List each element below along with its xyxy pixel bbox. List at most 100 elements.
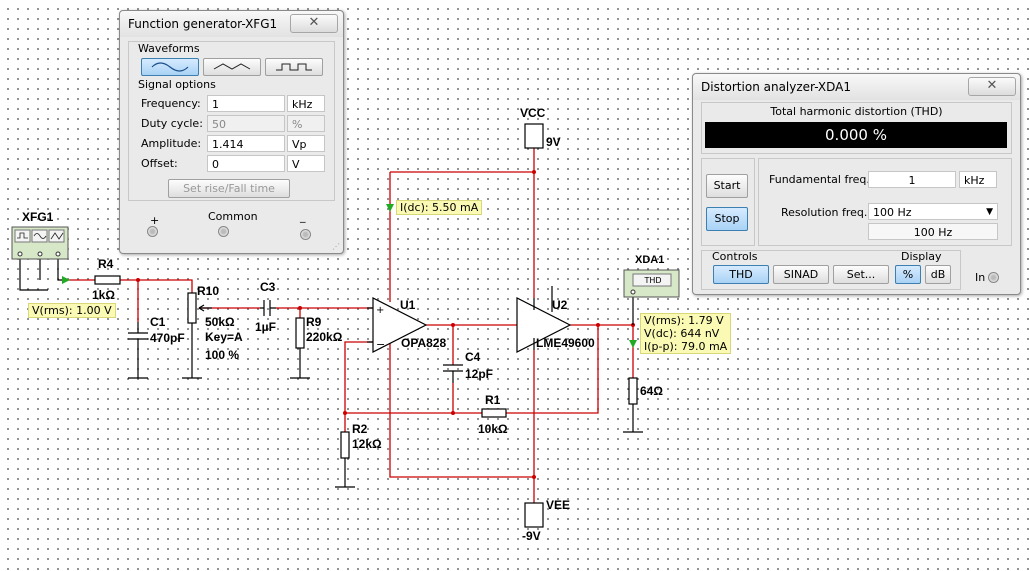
freq-panel <box>758 158 1012 246</box>
vcc-label: VCC <box>520 106 546 120</box>
junctions <box>136 170 635 479</box>
c3-name: C3 <box>260 280 276 294</box>
r2-name: R2 <box>352 422 368 436</box>
controls-label: Controls <box>712 250 758 263</box>
c3-value: 1µF <box>255 320 276 334</box>
resize-grip-icon[interactable]: ⋰ <box>332 242 340 251</box>
resolution-select-value: 100 Hz <box>873 206 912 219</box>
vee-value: -9V <box>522 529 541 543</box>
probe-output[interactable]: V(rms): 1.79 V V(dc): 644 nV I(p-p): 79.… <box>640 313 732 354</box>
r4-value: 1kΩ <box>92 288 115 302</box>
frequency-label: Frequency: <box>141 97 201 110</box>
percent-display-button[interactable]: % <box>895 265 921 284</box>
thd-display: 0.000 % <box>705 122 1007 148</box>
triangle-wave-icon <box>213 63 251 70</box>
r10-key: Key=A <box>205 330 243 344</box>
c4-name: C4 <box>465 350 481 364</box>
fg-terminal-plus[interactable] <box>147 226 158 237</box>
r10-percent: 100 % <box>205 348 240 362</box>
probe-supply-current[interactable]: I(dc): 5.50 mA <box>396 200 483 215</box>
chevron-down-icon: ▼ <box>986 207 993 217</box>
thd-mode-button[interactable]: THD <box>713 265 769 284</box>
fg-terminal-minus[interactable] <box>300 229 311 240</box>
db-display-button[interactable]: dB <box>925 265 951 284</box>
square-wave-button[interactable] <box>265 58 323 76</box>
r10-name: R10 <box>197 284 220 298</box>
in-terminal[interactable] <box>988 272 999 283</box>
probe-output-line: I(p-p): 79.0 mA <box>644 340 728 353</box>
r1-name: R1 <box>485 393 501 407</box>
da-title: Distortion analyzer-XDA1 <box>701 80 852 94</box>
run-panel <box>701 158 755 246</box>
fundamental-unit[interactable]: kHz <box>959 171 997 188</box>
duty-cycle-unit[interactable]: % <box>287 115 325 132</box>
r9-name: R9 <box>306 315 322 329</box>
sinad-mode-button[interactable]: SINAD <box>773 265 829 284</box>
fg-options-panel <box>128 41 335 201</box>
offset-field[interactable]: 0 <box>207 155 285 172</box>
probe-output-line: V(dc): 644 nV <box>644 327 720 340</box>
duty-cycle-label: Duty cycle: <box>141 117 203 130</box>
signal-options-label: Signal options <box>138 78 216 91</box>
u1-minus-sign: − <box>376 338 385 351</box>
frequency-field[interactable]: 1 <box>207 95 285 112</box>
square-wave-icon <box>276 63 312 71</box>
fg-terminal-plus-label: + <box>150 214 160 227</box>
triangle-wave-button[interactable] <box>203 58 261 76</box>
set-rise-fall-button[interactable]: Set rise/Fall time <box>168 179 290 198</box>
frequency-unit[interactable]: kHz <box>287 95 325 112</box>
r1-value: 10kΩ <box>478 422 508 436</box>
thd-panel <box>701 102 1012 154</box>
u2-name: U2 <box>552 298 568 312</box>
probe-arrows <box>62 204 637 348</box>
r10-value: 50kΩ <box>205 315 235 329</box>
resolution-select[interactable]: 100 Hz ▼ <box>868 203 998 220</box>
u1-plus-sign: + <box>376 305 384 316</box>
fundamental-label: Fundamental freq. <box>769 173 870 186</box>
sine-wave-icon <box>151 62 189 72</box>
sine-wave-button[interactable] <box>141 58 199 76</box>
c1-name: C1 <box>150 315 166 329</box>
fg-terminal-common[interactable] <box>218 226 229 237</box>
c4-value: 12pF <box>465 367 494 381</box>
vee-label: VEE <box>546 498 571 512</box>
duty-cycle-field[interactable]: 50 <box>207 115 285 132</box>
fg-terminal-common-label: Common <box>208 210 258 223</box>
xfg1-instrument-icon[interactable] <box>11 226 69 260</box>
amplitude-unit[interactable]: Vp <box>287 135 325 152</box>
function-generator-window: Function generator-XFG1 ✕ Waveforms Sign… <box>119 10 344 254</box>
probe-output-line: V(rms): 1.79 V <box>644 314 724 327</box>
start-button[interactable]: Start <box>706 174 748 198</box>
fundamental-field[interactable]: 1 <box>868 171 956 188</box>
u2-part: LME49600 <box>536 336 595 350</box>
offset-unit[interactable]: V <box>287 155 325 172</box>
r9-value: 220kΩ <box>306 330 343 344</box>
xfg1-label: XFG1 <box>22 210 54 224</box>
fg-terminal-minus-label: _ <box>300 210 306 223</box>
resolution-readout: 100 Hz <box>868 223 998 240</box>
xda1-instrument-icon[interactable] <box>623 269 680 298</box>
r4-name: R4 <box>98 257 114 271</box>
fg-close-button[interactable]: ✕ <box>290 14 338 33</box>
offset-label: Offset: <box>141 157 178 170</box>
u1-part: OPA828 <box>401 336 447 350</box>
r2-value: 12kΩ <box>352 437 382 451</box>
close-icon: ✕ <box>308 15 320 30</box>
da-titlebar[interactable]: Distortion analyzer-XDA1 <box>693 74 1020 100</box>
probe-input-voltage[interactable]: V(rms): 1.00 V <box>28 303 116 318</box>
amplitude-field[interactable]: 1.414 <box>207 135 285 152</box>
fg-title: Function generator-XFG1 <box>128 17 278 31</box>
amplitude-label: Amplitude: <box>141 137 202 150</box>
set-button[interactable]: Set... <box>833 265 889 284</box>
load-value: 64Ω <box>640 384 663 398</box>
da-close-button[interactable]: ✕ <box>968 77 1016 96</box>
stop-button[interactable]: Stop <box>706 207 748 231</box>
distortion-analyzer-window: Distortion analyzer-XDA1 ✕ Total harmoni… <box>692 73 1021 295</box>
close-icon: ✕ <box>986 78 998 93</box>
resolution-label: Resolution freq. <box>781 206 868 219</box>
thd-label: Total harmonic distortion (THD) <box>770 105 943 118</box>
controls-panel <box>701 250 961 290</box>
in-terminal-label: In <box>975 271 986 284</box>
c1-value: 470pF <box>150 331 185 345</box>
